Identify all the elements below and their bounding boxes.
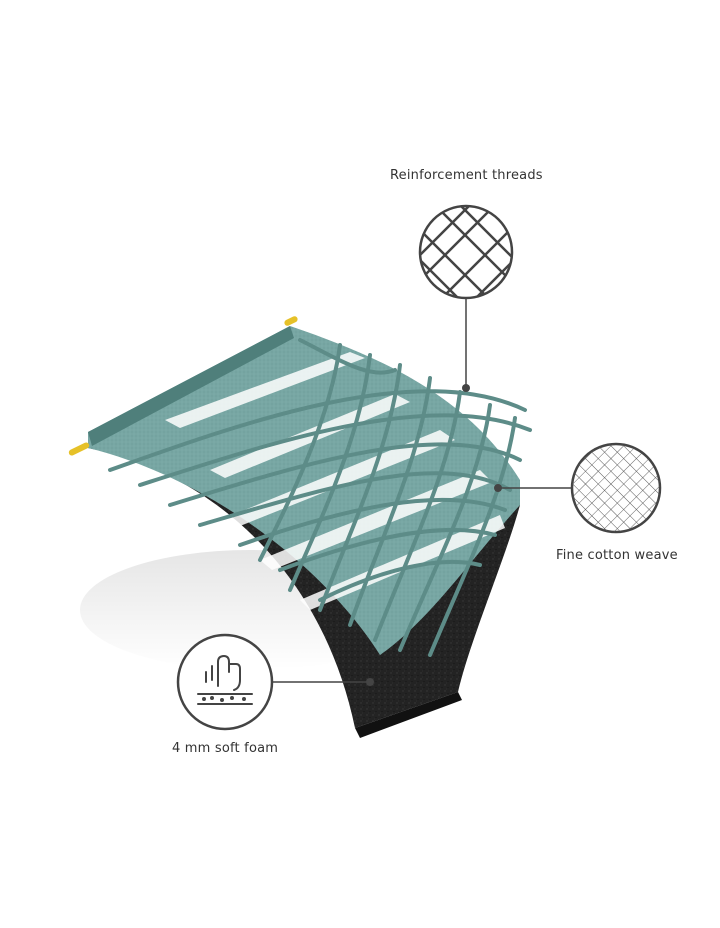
callout-reinforcement [418,204,514,392]
rod-end-right [284,316,298,326]
connector-dot-reinforcement [462,384,470,392]
fine-mesh-icon [572,444,660,532]
label-reinforcement-threads: Reinforcement threads [390,168,543,183]
label-soft-foam: 4 mm soft foam [172,741,279,756]
reinforcement-thread-grid [108,338,532,657]
finger-press-foam-icon [197,655,253,705]
crosshatch-grid-icon-frame [418,204,514,300]
finger-press-foam-icon-frame [176,633,274,731]
connector-dot-weave [494,484,502,492]
callout-weave [494,442,662,534]
fabric-binding-edge [88,326,294,446]
callout-foam [176,633,374,731]
foam-edge [355,692,462,738]
connector-dot-foam [366,678,374,686]
label-fine-cotton-weave: Fine cotton weave [556,548,678,563]
rod-end-left [68,442,90,456]
crosshatch-grid-icon [420,206,512,298]
